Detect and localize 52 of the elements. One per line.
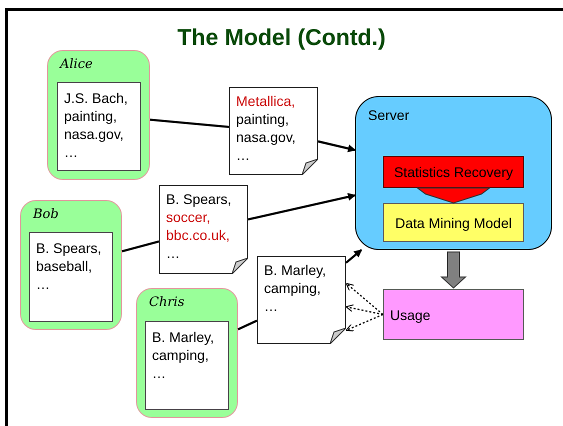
user-card (136, 288, 238, 418)
interest-item: Metallica, (236, 92, 296, 110)
server-panel (355, 96, 552, 250)
dotted-arrow (346, 282, 384, 315)
user-card (47, 50, 150, 180)
interest-item: … (64, 143, 79, 161)
interest-item: B. Marley, (152, 328, 215, 346)
interest-item: J.S. Bach, (64, 89, 129, 107)
user-name: Alice (60, 57, 93, 72)
connector-line (238, 320, 258, 330)
box-label: Data Mining Model (395, 214, 512, 230)
interest-item: … (236, 146, 251, 164)
block-arrow (440, 252, 467, 289)
interest-item: camping, (264, 279, 322, 297)
interest-item: painting, (236, 110, 290, 128)
interest-list-box (29, 232, 113, 322)
dotted-arrow (346, 304, 384, 316)
interest-item: bbc.co.uk, (166, 226, 231, 244)
interest-item: … (264, 297, 279, 315)
usage-box (383, 289, 524, 340)
arrow (345, 249, 362, 264)
arrow (318, 140, 356, 152)
interest-item: … (36, 275, 51, 293)
interest-item: nasa.gov, (236, 128, 297, 146)
interest-item: baseball, (36, 257, 94, 275)
interest-item: … (166, 244, 181, 262)
document-note (229, 87, 318, 175)
interest-item: soccer, (166, 208, 212, 226)
interest-list-box (57, 82, 141, 171)
interest-list-box (145, 321, 229, 410)
interest-item: … (152, 364, 167, 382)
process-box (383, 203, 524, 242)
slide-title: The Model (Contd.) (176, 24, 387, 51)
user-card (20, 200, 122, 330)
interest-item: B. Marley, (264, 261, 327, 279)
interest-item: nasa.gov, (64, 125, 125, 143)
box-label: Statistics Recovery (394, 164, 514, 180)
interest-item: B. Spears, (166, 190, 232, 208)
interest-item: B. Spears, (36, 239, 102, 257)
connector-line (150, 118, 230, 128)
block-arrow (416, 188, 491, 204)
document-note (257, 256, 346, 344)
interest-item: camping, (152, 346, 210, 364)
box-label: Usage (390, 306, 430, 322)
interest-item: painting, (64, 107, 118, 125)
arrow (248, 192, 356, 221)
user-name: Chris (149, 295, 184, 310)
panel-heading: Server (368, 107, 410, 123)
document-note (159, 185, 248, 274)
user-name: Bob (33, 207, 59, 222)
connector-line (122, 240, 160, 252)
dotted-arrow (346, 314, 384, 332)
